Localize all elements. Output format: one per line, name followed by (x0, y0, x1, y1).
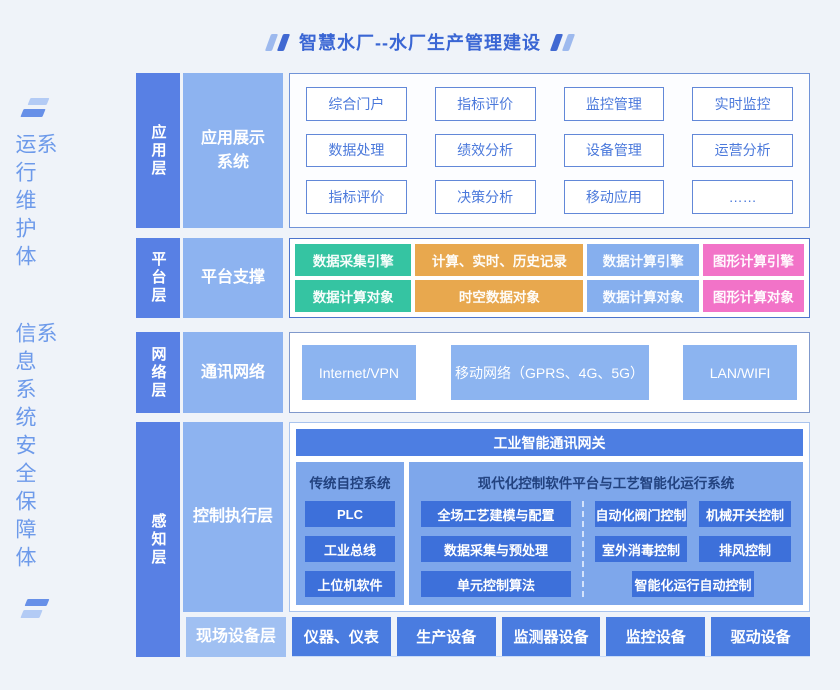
sublabel-platform-support: 平台支撑 (183, 238, 283, 318)
control-button: 单元控制算法 (421, 571, 571, 597)
double-bar-icon (20, 98, 50, 117)
dashed-divider (582, 501, 584, 597)
app-button: 移动应用 (563, 180, 665, 214)
gateway-bar: 工业智能通讯网关 (296, 429, 803, 456)
platform-layer-row: 平台层 平台支撑 数据采集引擎 计算、实时、历史记录 数据计算引擎 图形计算引擎… (136, 238, 810, 318)
traditional-control-panel: 传统自控系统 PLC 工业总线 上位机软件 (296, 462, 404, 605)
app-button: 综合门户 (306, 87, 407, 121)
app-button: 实时监控 (692, 87, 793, 121)
layer-label-platform: 平台层 (136, 238, 180, 318)
app-button: 运营分析 (692, 133, 793, 168)
sublabel-app-display-system: 应用展示系统 (183, 73, 283, 228)
panel-title-traditional: 传统自控系统 (309, 476, 391, 491)
control-button: 智能化运行自动控制 (632, 571, 754, 597)
platform-cell: 数据采集引擎 (295, 244, 412, 276)
slash-icon (549, 33, 564, 51)
perception-right-column: 控制执行层 工业智能通讯网关 传统自控系统 PLC 工业总线 上位机软件 现代化… (183, 422, 810, 657)
application-layer-row: 应用层 应用展示系统 综合门户 指标评价 监控管理 实时监控 数据处理 绩效分析… (136, 73, 810, 228)
app-buttons-panel: 综合门户 指标评价 监控管理 实时监控 数据处理 绩效分析 设备管理 运营分析 … (289, 73, 810, 228)
title-bar: 智慧水厂--水厂生产管理建设 (0, 28, 840, 56)
app-button: 监控管理 (563, 87, 665, 121)
app-button: 指标评价 (306, 180, 407, 214)
sublabel-communication-network: 通讯网络 (183, 332, 283, 413)
network-block-lan-wifi: LAN/WIFI (683, 345, 797, 400)
app-button-ellipsis: …… (692, 180, 793, 214)
network-blocks-panel: Internet/VPN 移动网络（GPRS、4G、5G） LAN/WIFI (289, 332, 810, 413)
title-left-slashes-icon (264, 33, 291, 51)
device-block: 仪器、仪表 (292, 617, 391, 656)
platform-cell: 数据计算对象 (295, 280, 412, 312)
control-button: 排风控制 (699, 536, 791, 562)
double-bar-icon (20, 599, 50, 618)
layer-label-application: 应用层 (136, 73, 180, 228)
sublabel-control-execution: 控制执行层 (183, 422, 283, 612)
modern-control-panel: 现代化控制软件平台与工艺智能化运行系统 全场工艺建模与配置 数据采集与预处理 单… (409, 462, 803, 605)
platform-cell: 数据计算引擎 (587, 244, 699, 276)
control-button: 自动化阀门控制 (595, 501, 687, 527)
layer-label-perception: 感知层 (136, 422, 180, 657)
device-block: 生产设备 (396, 617, 496, 656)
control-execution-row: 控制执行层 工业智能通讯网关 传统自控系统 PLC 工业总线 上位机软件 现代化… (183, 422, 810, 612)
layer-label-network: 网络层 (136, 332, 180, 413)
slash-icon (276, 33, 291, 51)
slash-icon (561, 33, 576, 51)
platform-cell: 数据计算对象 (587, 280, 699, 312)
platform-cell: 计算、实时、历史记录 (415, 244, 584, 276)
device-block: 监控设备 (606, 617, 706, 656)
network-layer-row: 网络层 通讯网络 Internet/VPN 移动网络（GPRS、4G、5G） L… (136, 332, 810, 413)
network-block-mobile: 移动网络（GPRS、4G、5G） (450, 345, 649, 400)
architecture-diagram: 应用层 应用展示系统 综合门户 指标评价 监控管理 实时监控 数据处理 绩效分析… (136, 73, 810, 657)
side-banner: 运行维护体系 信息系统安全保障体系 (13, 98, 57, 618)
device-blocks-panel: 仪器、仪表 生产设备 监测器设备 监控设备 驱动设备 (292, 617, 810, 657)
modern-right-column: 自动化阀门控制 机械开关控制 室外消毒控制 排风控制 智能化运行自动控制 (595, 501, 791, 597)
device-block: 监测器设备 (501, 617, 601, 656)
app-button: 指标评价 (434, 87, 536, 121)
platform-cell: 图形计算引擎 (702, 244, 804, 276)
sublabel-field-device: 现场设备层 (186, 617, 286, 657)
panel-title-modern: 现代化控制软件平台与工艺智能化运行系统 (477, 476, 735, 491)
app-button: 设备管理 (563, 133, 665, 168)
control-button: 数据采集与预处理 (421, 536, 571, 562)
device-block: 驱动设备 (711, 617, 810, 656)
perception-layer-row: 感知层 控制执行层 工业智能通讯网关 传统自控系统 PLC 工业总线 上位机软件 (136, 422, 810, 657)
title-right-slashes-icon (549, 33, 576, 51)
app-button: 绩效分析 (434, 133, 536, 168)
field-device-row: 现场设备层 仪器、仪表 生产设备 监测器设备 监控设备 驱动设备 (183, 617, 810, 657)
platform-cells-panel: 数据采集引擎 计算、实时、历史记录 数据计算引擎 图形计算引擎 数据计算对象 时… (289, 238, 810, 318)
platform-cell: 时空数据对象 (415, 280, 584, 312)
control-button: 全场工艺建模与配置 (421, 501, 571, 527)
network-block-internet-vpn: Internet/VPN (302, 345, 416, 400)
control-button: 室外消毒控制 (595, 536, 687, 562)
vertical-text-security-assurance: 信息系统安全保障体系 (13, 321, 57, 574)
control-button: PLC (305, 501, 395, 527)
platform-cell: 图形计算对象 (702, 280, 804, 312)
control-button: 机械开关控制 (699, 501, 791, 527)
vertical-text-operation-maintenance: 运行维护体系 (13, 133, 57, 273)
control-panel: 工业智能通讯网关 传统自控系统 PLC 工业总线 上位机软件 现代化控制软件平台… (289, 422, 810, 612)
control-button: 上位机软件 (305, 571, 395, 597)
page-title: 智慧水厂--水厂生产管理建设 (299, 33, 541, 53)
modern-left-column: 全场工艺建模与配置 数据采集与预处理 单元控制算法 (421, 501, 571, 597)
app-button: 数据处理 (306, 133, 407, 168)
control-button: 工业总线 (305, 536, 395, 562)
app-button: 决策分析 (434, 180, 536, 214)
slash-icon (264, 33, 279, 51)
